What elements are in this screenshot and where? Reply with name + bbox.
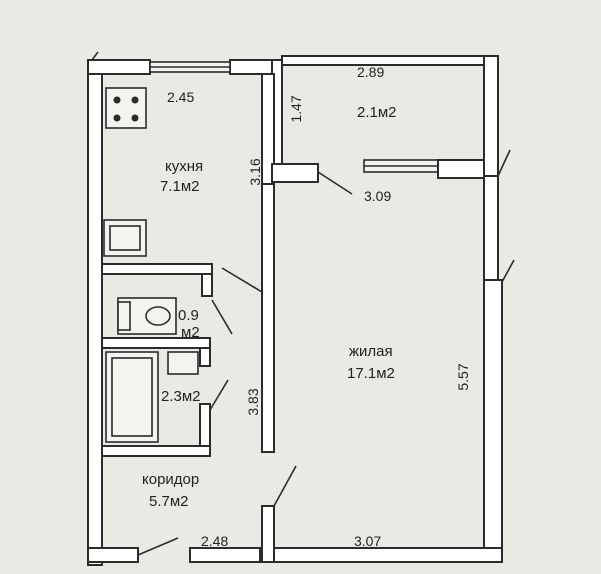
corridor-area: 5.7м2 [149, 493, 189, 510]
wc-area-number: 0.9 [178, 307, 199, 324]
dim-balcony-depth: 1.47 [288, 95, 304, 122]
bath-door [209, 379, 229, 411]
right-outer-wall-upper [483, 55, 499, 177]
bath-right-wall-upper [199, 347, 211, 367]
interior-walls [101, 59, 485, 563]
dim-kitchen-length: 3.16 [247, 158, 263, 185]
dim-balcony-width: 2.89 [357, 64, 384, 80]
dim-corridor-bottom: 2.48 [201, 533, 228, 549]
right-outer-wall-lower [483, 279, 503, 551]
corridor-name: коридор [142, 471, 199, 488]
kitchen-bottom-wall [101, 263, 213, 275]
wc-door [211, 299, 233, 335]
fixtures [103, 87, 199, 443]
living-name: жилая [349, 343, 393, 360]
balcony-door [317, 171, 353, 195]
dim-living-bottom: 3.07 [354, 533, 381, 549]
bottom-wall-right [273, 547, 503, 563]
bottom-wall-mid [189, 547, 261, 563]
bath-area: 2.3м2 [161, 388, 201, 405]
dim-living-length: 5.57 [455, 363, 471, 390]
room-labels: кухня 7.1м2 2.1м2 0.9 м2 2.3м2 жилая 17.… [142, 104, 397, 510]
bath-bottom-wall [101, 445, 211, 457]
left-outer-wall [87, 59, 103, 566]
wc-area-unit: м2 [181, 324, 200, 341]
dim-balcony-door: 3.09 [364, 188, 391, 204]
dimension-labels: 2.45 3.16 2.89 1.47 3.09 3.83 5.57 2.48 … [167, 64, 471, 549]
wc-right-wall [201, 273, 213, 297]
washbasin-icon [167, 351, 199, 375]
door-swings [91, 51, 515, 556]
kitchen-area: 7.1м2 [160, 178, 200, 195]
corridor-partition-stub [261, 505, 275, 563]
kitchen-living-partition [261, 183, 275, 453]
bottom-wall-left [87, 547, 139, 563]
living-door [273, 465, 297, 507]
dim-kitchen-width: 2.45 [167, 89, 194, 105]
entrance-door [137, 537, 179, 556]
stove-icon [105, 87, 147, 129]
balcony-area: 2.1м2 [357, 104, 397, 121]
right-outer-wall-mid [483, 175, 499, 281]
wc-bath-wall [101, 337, 211, 349]
dim-bath-wall: 3.83 [245, 388, 261, 415]
living-area: 17.1м2 [347, 365, 395, 382]
balcony-bottom-wall-left [271, 163, 319, 183]
balcony-bottom-wall-right [437, 159, 485, 179]
kitchen-door [221, 267, 263, 293]
top-wall-left-segment [87, 59, 151, 75]
kitchen-name: кухня [165, 158, 203, 175]
